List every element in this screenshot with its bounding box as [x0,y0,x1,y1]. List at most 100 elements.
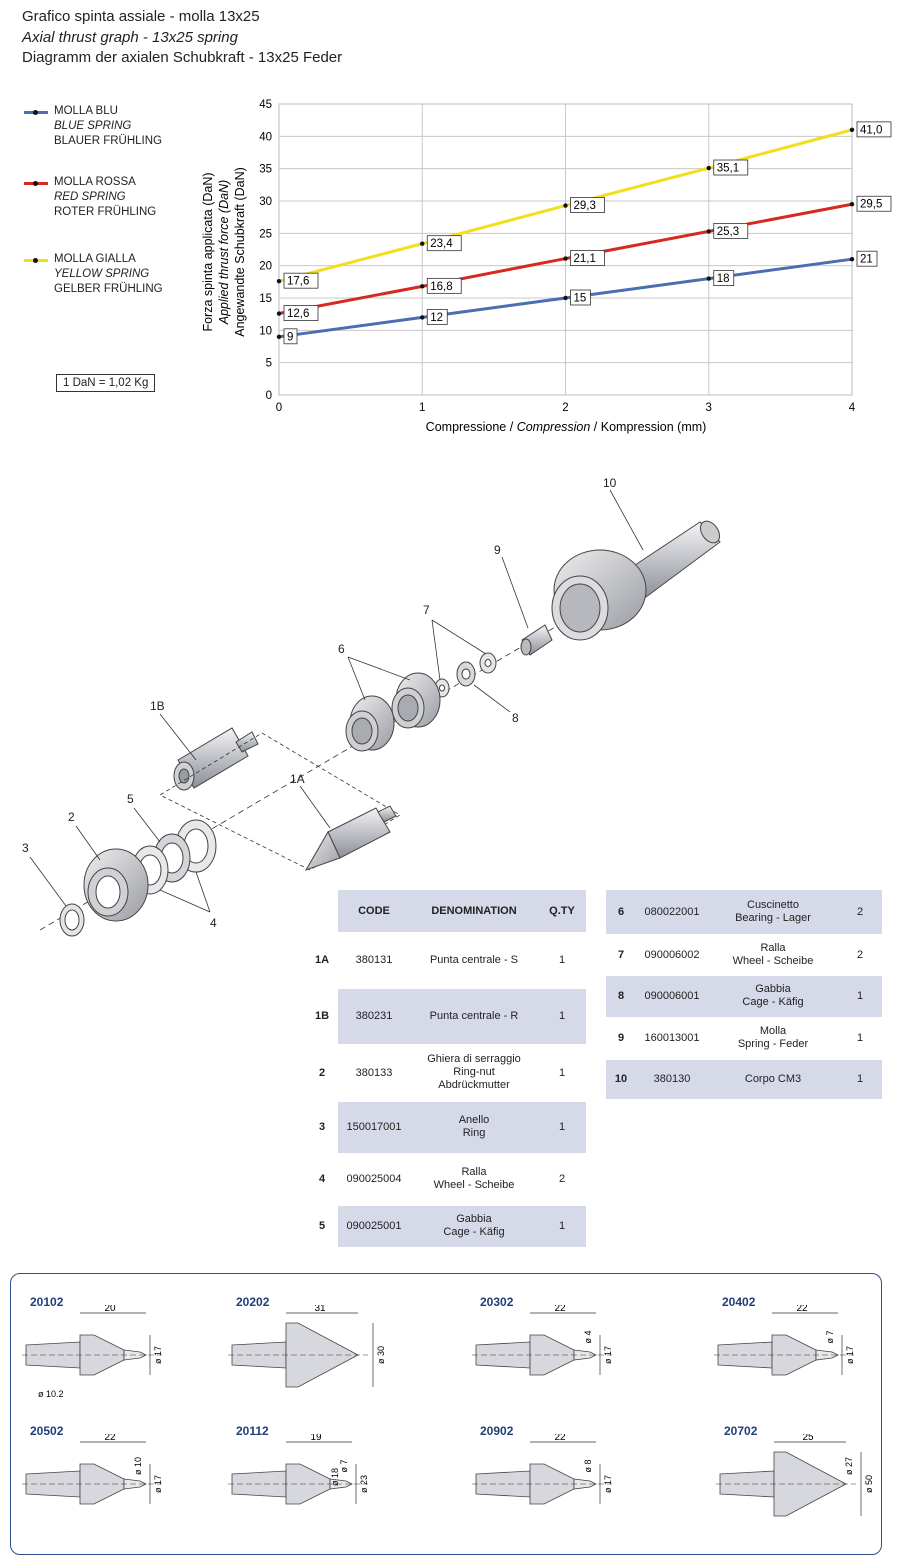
part-spring [520,624,553,656]
part-qty: 1 [538,988,586,1045]
legend-entry-blue: MOLLA BLU BLUE SPRING BLAUER FRÜHLING [54,104,162,149]
data-label: 15 [574,293,587,305]
data-label-box [426,277,462,294]
data-label-box [426,235,462,252]
dimension-length: 22 [104,1434,116,1443]
data-label-box [283,272,319,289]
data-label-box [283,328,298,345]
part-center-s [304,805,397,871]
callout-9: 9 [494,543,501,557]
dimension-tip-diameter: ø 4 [583,1330,593,1343]
legend-marker-blue [33,110,38,115]
data-label: 23,4 [430,238,453,250]
callout-4: 4 [210,916,217,930]
data-point [706,165,711,171]
callout-10: 10 [603,476,617,490]
dimension-diameter: ø 17 [603,1346,613,1364]
part-number: 9 [606,1017,636,1060]
data-label: 9 [287,331,293,343]
data-point [276,334,282,339]
part-qty: 1 [538,1205,586,1248]
part-qty: 2 [838,934,882,976]
y-tick-label: 20 [259,261,272,273]
part-qty: 1 [838,1017,882,1060]
callout-1b: 1B [150,699,165,713]
data-point [420,241,425,246]
dimension-diameter: ø 17 [845,1346,855,1364]
data-label: 12,6 [287,308,309,320]
data-point [706,229,711,234]
dimension-diameter: ø 17 [603,1475,613,1493]
part-number: 2 [306,1044,338,1102]
data-label: 21 [860,254,873,266]
legend-label-de: ROTER FRÜHLING [54,206,157,218]
callout-6: 6 [338,642,345,656]
tool-drawing: 22ø 17ø 8 [472,1434,613,1505]
dimension-extra: ø 18 [330,1468,340,1486]
data-point [849,202,855,207]
tool-code: 20402 [722,1295,756,1309]
x-axis-label: Compressione / Compression / Kompression… [426,420,707,434]
y-tick-label: 30 [259,196,272,208]
legend-entry-red: MOLLA ROSSA RED SPRING ROTER FRÜHLING [54,175,156,220]
part-denomination: Corpo CM3 [708,1059,838,1100]
dimension-tip-diameter: ø 7 [339,1459,349,1472]
plot-frame [278,103,853,396]
part-qty: 1 [538,932,586,989]
y-tick-label: 45 [259,99,272,111]
data-label: 41,0 [860,124,882,136]
dimension-diameter: ø 23 [359,1475,369,1493]
part-washers-cage [434,652,497,698]
data-label-box [713,222,749,239]
part-ring-nut [83,848,149,922]
callout-2: 2 [68,810,75,824]
tool-code: 20902 [480,1424,514,1438]
data-label-box [856,195,892,212]
part-number: 3 [306,1101,338,1154]
col-header-qty: Q.TY [538,890,586,933]
y-tick-label: 40 [259,131,272,143]
data-label: 35,1 [717,163,739,175]
data-point [849,127,855,133]
dimension-tip-diameter: ø 8 [583,1459,593,1472]
data-label-box [713,270,735,287]
dimension-diameter: ø 50 [864,1475,874,1493]
legend-label-de: GELBER FRÜHLING [54,283,163,295]
dimension-length: 19 [310,1434,322,1443]
title-de: Diagramm der axialen Schubkraft - 13x25 … [22,49,343,66]
y-tick-label: 15 [259,293,272,305]
part-denomination: Punta centrale - S [410,932,538,989]
data-labels: 91215182112,616,821,125,329,517,623,429,… [283,121,892,345]
legend-label-it: MOLLA ROSSA [54,176,136,188]
dimension-extra: ø 10.2 [38,1389,64,1399]
tool-variants-panel [10,1273,882,1555]
y-axis-label-de: Angewandte Schubkraft (DaN) [233,167,247,337]
x-tick-label: 3 [706,402,712,414]
tool-drawing: 20ø 17ø 10.2 [22,1305,163,1399]
legend-label-de: BLAUER FRÜHLING [54,135,162,147]
col-header-denomination: DENOMINATION [410,890,538,933]
data-point [420,315,425,320]
part-code: 160013001 [636,1017,708,1060]
data-label-box [283,305,319,321]
chart-series [276,127,855,339]
x-tick-label: 1 [419,402,425,414]
tool-code: 20202 [236,1295,270,1309]
part-center-r [173,727,259,791]
part-code: 090006001 [636,975,708,1018]
tool-drawing: 22ø 17ø 4 [472,1305,613,1376]
